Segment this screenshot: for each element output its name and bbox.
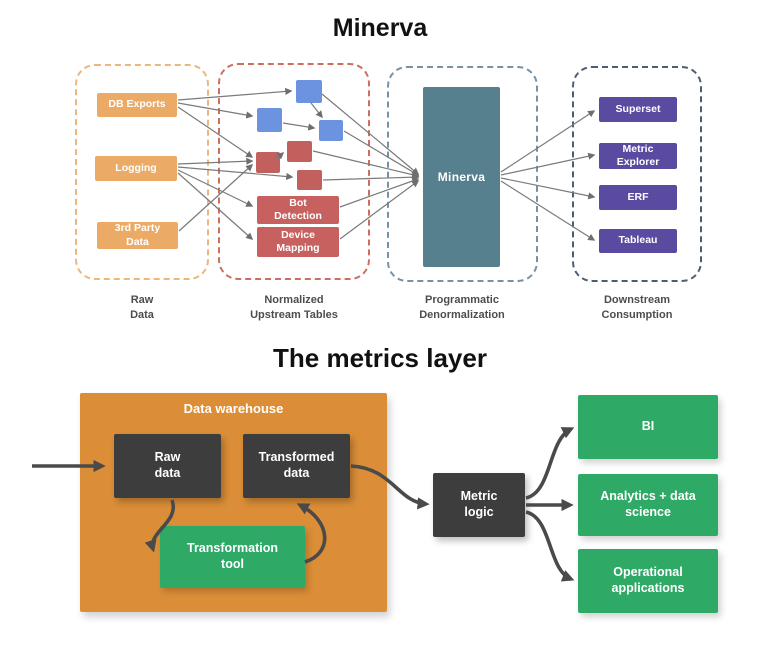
blue-table-node-3: [319, 120, 343, 141]
minerva-title: Minerva: [332, 14, 428, 42]
caption-normalized-upstream-tables: Normalized Upstream Tables: [250, 294, 338, 322]
node-3rd-party-data: 3rd Party Data: [97, 222, 178, 249]
caption-downstream-consumption: Downstream Consumption: [601, 294, 673, 322]
node-bot-detection: Bot Detection: [257, 196, 339, 224]
red-table-node-1: [256, 152, 280, 173]
caption-programmatic-denormalization: Programmatic Denormalization: [419, 294, 505, 322]
node-device-mapping: Device Mapping: [257, 227, 339, 257]
node-db-exports: DB Exports: [97, 93, 177, 117]
node-transformed-data: Transformed data: [243, 434, 350, 498]
node-superset: Superset: [599, 97, 677, 122]
arrow-metriclogic-bi: [525, 427, 575, 500]
node-metric-logic: Metric logic: [433, 473, 525, 537]
blue-table-node-2: [257, 108, 282, 132]
data-warehouse-label: Data warehouse: [183, 401, 284, 416]
node-raw-data: Raw data: [114, 434, 221, 498]
node-transformation-tool: Transformation tool: [160, 526, 305, 588]
red-table-node-3: [297, 170, 322, 190]
blue-table-node-1: [296, 80, 322, 103]
arrow-metriclogic-operational: [525, 510, 575, 582]
node-tableau: Tableau: [599, 229, 677, 253]
metrics-layer-title: The metrics layer: [273, 343, 487, 373]
node-operational-applications: Operational applications: [578, 549, 718, 613]
red-table-node-2: [287, 141, 312, 162]
node-metric-explorer: Metric Explorer: [599, 143, 677, 169]
node-logging: Logging: [95, 156, 177, 181]
node-analytics-data-science: Analytics + data science: [578, 474, 718, 536]
caption-raw-data: Raw Data: [130, 294, 154, 322]
node-erf: ERF: [599, 185, 677, 210]
node-minerva-hub: Minerva: [423, 87, 500, 267]
node-bi: BI: [578, 395, 718, 459]
